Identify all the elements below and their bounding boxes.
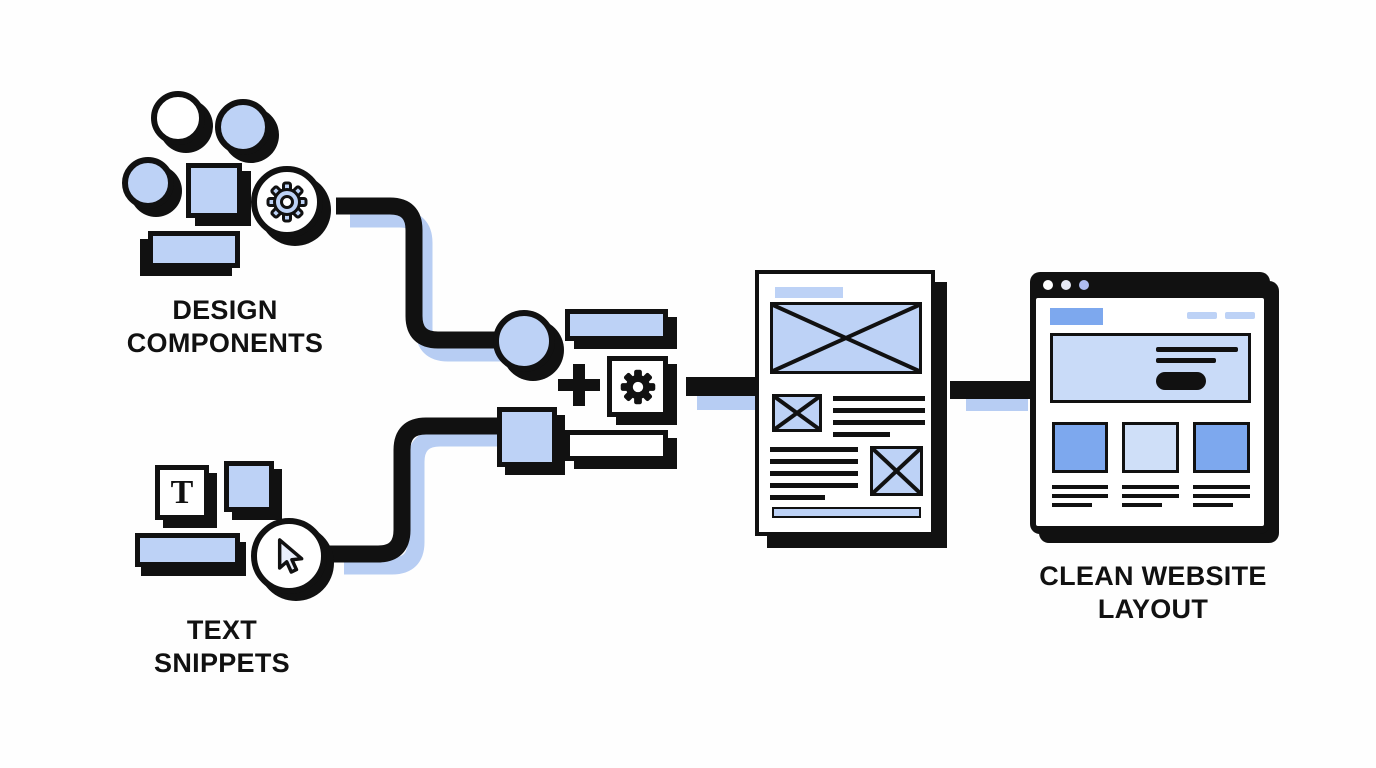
text-line [833, 432, 890, 437]
snippet-square [224, 461, 274, 512]
content-card [1122, 422, 1179, 473]
text-line [1122, 485, 1179, 489]
design-shape-circle-blue-2 [122, 157, 174, 209]
text-snippets-label-line1: TEXT [186, 615, 258, 645]
plus-icon-vertical [573, 364, 585, 406]
crossed-box-icon [770, 302, 922, 374]
window-dot-icon [1043, 280, 1053, 290]
text-line [833, 396, 925, 401]
connector-bottom-shadow [344, 429, 506, 575]
design-shape-bar [148, 231, 240, 268]
output-label-line1: CLEAN WEBSITE [1039, 561, 1267, 591]
text-line [1052, 503, 1092, 507]
output-label-line2: LAYOUT [1097, 594, 1209, 624]
text-line [770, 483, 858, 488]
crossed-box-icon [870, 446, 923, 496]
browser-window [1030, 272, 1270, 534]
gear-icon [620, 369, 655, 404]
design-shape-circle-outline [151, 91, 205, 145]
nav-link-placeholder [1225, 312, 1255, 319]
doc-title-bar [775, 287, 843, 298]
clean-website-layout-label: CLEAN WEBSITE LAYOUT [1003, 560, 1303, 626]
text-tool-icon: T [170, 473, 194, 511]
content-card [1193, 422, 1250, 473]
text-line [1193, 503, 1233, 507]
cursor-arrow-icon [277, 538, 304, 574]
text-line [1052, 485, 1108, 489]
cursor-badge [251, 518, 327, 594]
text-line [1193, 494, 1250, 498]
connector-doc-browser [950, 381, 1032, 399]
text-line [833, 420, 925, 425]
merge-square [497, 407, 557, 467]
text-tool-tile: T [155, 465, 209, 520]
text-line [1122, 503, 1162, 507]
text-line [770, 471, 858, 476]
hero-heading-line [1156, 347, 1238, 352]
design-components-label-line2: COMPONENTS [126, 328, 324, 358]
text-line [1193, 485, 1250, 489]
text-line [770, 495, 825, 500]
text-line [833, 408, 925, 413]
connector-doc-browser-shadow [966, 398, 1028, 411]
content-card [1052, 422, 1108, 473]
design-components-label-line1: DESIGN [172, 295, 278, 325]
text-line [1122, 494, 1179, 498]
connector-top [336, 197, 500, 349]
snippet-bar [135, 533, 240, 567]
text-line [770, 459, 858, 464]
text-line [1052, 494, 1108, 498]
design-shape-square [186, 163, 242, 218]
nav-link-placeholder [1187, 312, 1217, 319]
text-snippets-label: TEXT SNIPPETS [72, 614, 372, 680]
design-shape-circle-blue [215, 99, 271, 155]
cta-button-placeholder [1156, 372, 1206, 390]
merge-gear-tile [607, 356, 668, 417]
hero-section [1050, 333, 1251, 403]
window-dot-icon [1061, 280, 1071, 290]
crossed-box-icon [772, 394, 822, 432]
text-snippets-label-line2: SNIPPETS [154, 648, 290, 678]
gear-icon [266, 181, 308, 223]
merge-bar-bottom [565, 430, 668, 461]
browser-titlebar [1030, 272, 1270, 298]
wireframe-document [755, 270, 935, 536]
connector-merge-doc-shadow [697, 396, 757, 410]
window-dot-icon [1079, 280, 1089, 290]
site-logo-placeholder [1050, 308, 1103, 325]
design-components-label: DESIGN COMPONENTS [75, 294, 375, 360]
design-gear-badge [251, 166, 323, 238]
browser-content [1036, 298, 1264, 526]
connector-bottom [328, 417, 500, 563]
hero-subheading-line [1156, 358, 1216, 363]
text-line [770, 447, 858, 452]
merge-bar-top [565, 309, 668, 341]
merge-circle [493, 310, 555, 372]
doc-footer-bar [772, 507, 921, 518]
connector-merge-doc [686, 377, 758, 396]
